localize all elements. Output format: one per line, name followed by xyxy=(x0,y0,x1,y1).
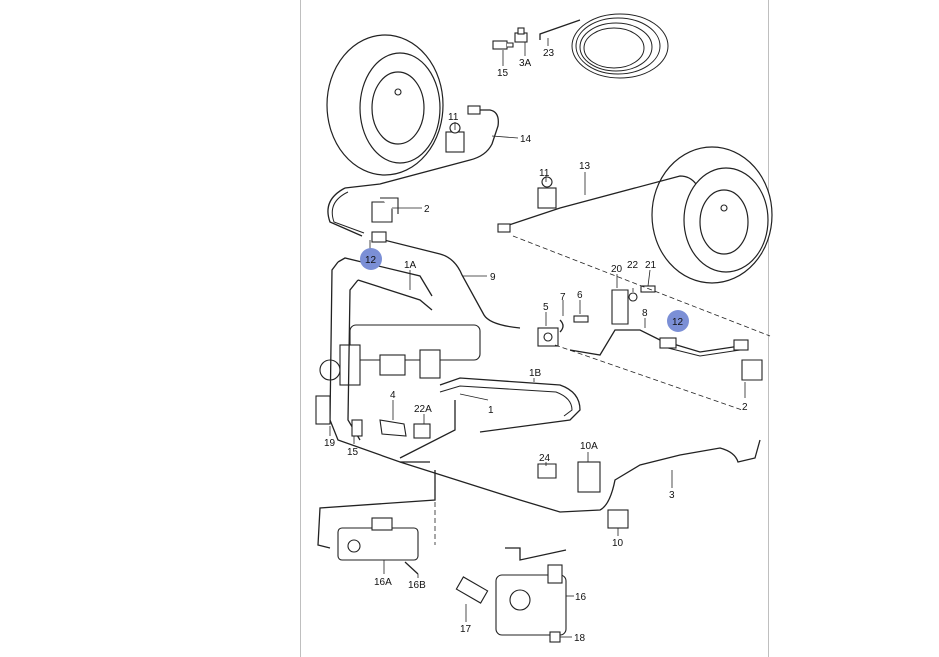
sleeve-part-19[interactable] xyxy=(315,395,331,425)
right-wheel xyxy=(651,146,773,284)
nut-part-15-top[interactable] xyxy=(492,40,514,50)
label-1a: 1A xyxy=(404,260,417,271)
label-11-right: 11 xyxy=(539,168,550,179)
label-24: 24 xyxy=(539,453,551,464)
label-6: 6 xyxy=(577,290,583,301)
label-11-left: 11 xyxy=(448,112,459,123)
label-8: 8 xyxy=(642,308,648,319)
label-16a: 16A xyxy=(374,577,392,588)
label-1b: 1B xyxy=(529,368,542,379)
holder-part-4[interactable] xyxy=(379,419,407,437)
label-14: 14 xyxy=(520,134,532,145)
label-1: 1 xyxy=(488,405,494,416)
clip-part-7[interactable] xyxy=(559,319,564,333)
label-2-top: 2 xyxy=(424,204,430,215)
brake-pipe-part-3[interactable] xyxy=(399,439,761,513)
label-10: 10 xyxy=(612,538,624,549)
clip-part-22a[interactable] xyxy=(413,423,431,439)
label-23: 23 xyxy=(543,48,555,59)
brake-pipe-part-8[interactable] xyxy=(569,329,661,356)
pipe-coil-part-23[interactable] xyxy=(539,13,669,79)
label-21: 21 xyxy=(645,260,657,271)
label-3: 3 xyxy=(669,490,675,501)
label-5: 5 xyxy=(543,302,549,313)
clip-part-11-right[interactable] xyxy=(537,176,557,209)
label-22: 22 xyxy=(627,260,639,271)
label-19: 19 xyxy=(324,438,336,449)
nut-part-18[interactable] xyxy=(549,631,561,643)
label-16b: 16B xyxy=(408,580,426,591)
union-part-3a[interactable] xyxy=(514,27,528,43)
clip-part-24[interactable] xyxy=(537,463,557,479)
brake-hose-part-2-left[interactable] xyxy=(327,187,365,237)
label-12-left: 12 xyxy=(365,255,377,266)
label-4: 4 xyxy=(390,390,396,401)
brake-pipe-part-9[interactable] xyxy=(371,231,521,329)
bolt-part-6[interactable] xyxy=(573,315,589,323)
label-12-right: 12 xyxy=(672,317,684,328)
nut-part-15-mid[interactable] xyxy=(351,419,363,437)
bracket-part-20[interactable] xyxy=(611,289,629,325)
master-cylinder[interactable] xyxy=(319,324,481,386)
label-9: 9 xyxy=(490,272,496,283)
clip-part-10a[interactable] xyxy=(577,461,601,493)
clip-part-10[interactable] xyxy=(607,509,629,529)
label-20: 20 xyxy=(611,264,623,275)
label-10a: 10A xyxy=(580,441,598,452)
regulator-part-16a[interactable] xyxy=(337,517,419,561)
bracket-part-2-top[interactable] xyxy=(371,197,399,223)
label-17: 17 xyxy=(460,624,472,635)
sleeve-part-17[interactable] xyxy=(455,576,489,604)
label-22a: 22A xyxy=(414,404,432,415)
guide-dash-right-bottom xyxy=(554,344,743,411)
left-wheel xyxy=(326,34,444,176)
label-18: 18 xyxy=(574,633,586,644)
brake-pipe-part-1[interactable] xyxy=(399,400,456,459)
highlight-marker-12-left[interactable] xyxy=(360,248,382,270)
label-3a: 3A xyxy=(519,58,532,69)
right-panel-border xyxy=(768,0,769,657)
bolt-part-16b[interactable] xyxy=(404,561,419,575)
label-7: 7 xyxy=(560,292,566,303)
washer-part-22[interactable] xyxy=(628,292,638,302)
label-15-top: 15 xyxy=(497,68,509,79)
brake-pipe-part-1a[interactable] xyxy=(337,257,433,311)
highlight-marker-12-right[interactable] xyxy=(667,310,689,332)
label-2-right: 2 xyxy=(742,402,748,413)
regulator-part-16[interactable] xyxy=(495,547,567,636)
brake-hose-part-12-right[interactable] xyxy=(659,337,749,357)
guide-dash-right-top xyxy=(512,235,771,337)
brake-pipe-part-1b[interactable] xyxy=(439,377,581,433)
label-16: 16 xyxy=(575,592,587,603)
label-15-mid: 15 xyxy=(347,447,359,458)
bracket-part-2-right[interactable] xyxy=(741,359,763,381)
bracket-part-5[interactable] xyxy=(537,327,559,347)
brake-pipe-part-13[interactable] xyxy=(497,175,697,233)
brake-pipe-part-14[interactable] xyxy=(344,105,499,189)
label-13: 13 xyxy=(579,161,591,172)
left-panel-border xyxy=(300,0,301,657)
leader-lines xyxy=(329,38,746,638)
